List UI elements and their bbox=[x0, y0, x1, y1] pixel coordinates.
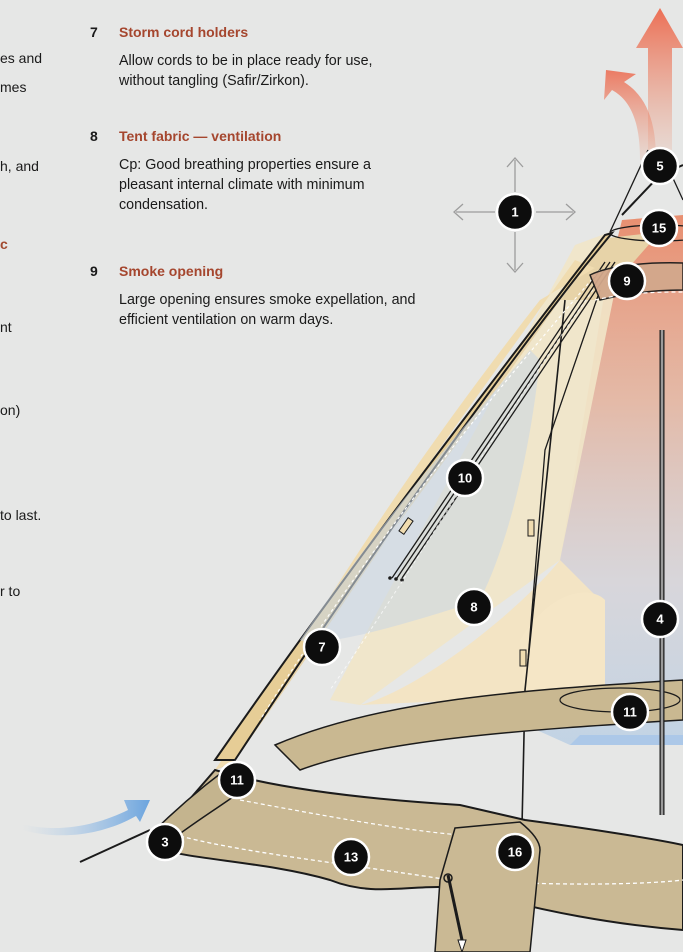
legend-number: 8 bbox=[90, 128, 98, 144]
left-fragment-7: to last. bbox=[0, 507, 42, 523]
badge-label: 15 bbox=[652, 221, 666, 236]
badge-8: 8 bbox=[454, 587, 494, 627]
badge-11-front: 11 bbox=[217, 760, 257, 800]
legend-description: Cp: Good breathing properties ensure a p… bbox=[119, 157, 371, 213]
badge-13: 13 bbox=[331, 837, 371, 877]
left-fragment-8: r to bbox=[0, 583, 21, 599]
badge-11-back: 11 bbox=[610, 692, 650, 732]
badge-label: 3 bbox=[161, 835, 168, 850]
legend-title: Storm cord holders bbox=[119, 24, 249, 40]
legend-number: 7 bbox=[90, 24, 98, 40]
left-fragment-2: mes bbox=[0, 79, 27, 95]
legend-description: Allow cords to be in place ready for use… bbox=[119, 53, 373, 89]
badge-label: 10 bbox=[458, 471, 472, 486]
legend-description: Large opening ensures smoke expellation,… bbox=[119, 292, 416, 328]
badge-label: 11 bbox=[230, 773, 244, 788]
left-fragment-4: c bbox=[0, 236, 8, 252]
legend-title: Tent fabric — ventilation bbox=[119, 128, 282, 144]
badge-label: 7 bbox=[318, 640, 325, 655]
badge-label: 8 bbox=[470, 600, 477, 615]
badge-7: 7 bbox=[302, 627, 342, 667]
badge-label: 1 bbox=[511, 205, 518, 220]
badge-16: 16 bbox=[495, 832, 535, 872]
badge-3: 3 bbox=[145, 822, 185, 862]
badge-10: 10 bbox=[445, 458, 485, 498]
badge-label: 11 bbox=[623, 705, 637, 720]
left-fragment-3: h, and bbox=[0, 158, 39, 174]
cool-airflow-arrow-icon bbox=[22, 800, 150, 836]
badge-label: 5 bbox=[656, 159, 663, 174]
badge-label: 16 bbox=[508, 845, 522, 860]
badge-1: 1 bbox=[495, 192, 535, 232]
left-fragment-5: nt bbox=[0, 319, 12, 335]
badge-label: 13 bbox=[344, 850, 358, 865]
badge-label: 4 bbox=[656, 612, 664, 627]
badge-4: 4 bbox=[640, 599, 680, 639]
four-way-arrow-icon bbox=[453, 157, 576, 273]
badge-9: 9 bbox=[607, 261, 647, 301]
left-fragment-1: es and bbox=[0, 50, 43, 66]
badge-label: 9 bbox=[623, 274, 630, 289]
badge-5: 5 bbox=[640, 146, 680, 186]
legend-title: Smoke opening bbox=[119, 263, 224, 279]
legend-number: 9 bbox=[90, 263, 98, 279]
warm-airflow-arrow-icon bbox=[604, 8, 683, 160]
badge-15: 15 bbox=[639, 208, 679, 248]
left-fragment-6: on) bbox=[0, 402, 21, 418]
